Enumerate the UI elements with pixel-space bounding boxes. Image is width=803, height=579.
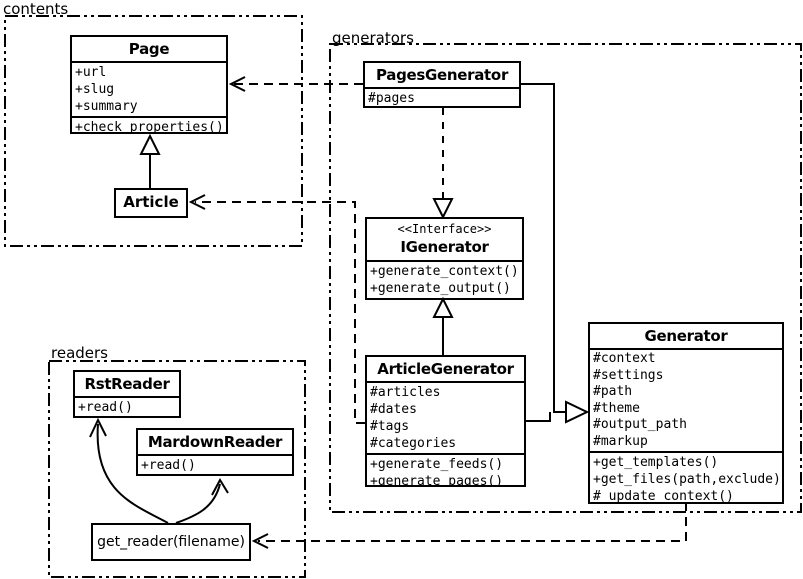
method: +get_files(path,exclude) xyxy=(593,472,781,487)
method: +read() xyxy=(141,458,196,473)
dependency-arrowhead-article xyxy=(188,194,206,210)
class-mardown-reader-title: MardownReader xyxy=(138,430,292,456)
attribute: #path xyxy=(593,384,633,399)
class-page-title: Page xyxy=(72,37,226,63)
generalization-arrowhead-page xyxy=(139,133,161,155)
method: +read() xyxy=(78,400,133,415)
class-pages-generator: PagesGenerator #pages xyxy=(363,61,521,108)
flow-curve-getreader-mardownreader xyxy=(175,483,221,524)
method: #_update_context() xyxy=(593,489,734,504)
class-article-generator-title: ArticleGenerator xyxy=(367,357,524,383)
package-label-readers: readers xyxy=(51,344,108,362)
class-pages-generator-attributes: #pages xyxy=(365,89,519,106)
attribute: #context xyxy=(593,351,656,366)
class-page: Page +url +slug +summary +check_properti… xyxy=(70,35,228,134)
attribute: #pages xyxy=(368,91,415,106)
attribute: #tags xyxy=(370,419,410,434)
class-rst-reader-methods: +read() xyxy=(75,398,179,416)
class-generator: Generator #context #settings #path #them… xyxy=(588,322,784,504)
package-label-contents: contents xyxy=(3,0,69,18)
class-igenerator-methods: +generate_context() +generate_output() xyxy=(367,262,522,298)
class-page-methods: +check_properties() xyxy=(72,116,226,134)
class-article-generator-attributes: #articles #dates #tags #categories xyxy=(367,383,524,453)
class-page-attributes: +url +slug +summary xyxy=(72,63,226,116)
class-article-generator-methods: +generate_feeds() +generate_pages() xyxy=(367,453,524,487)
attribute: +summary xyxy=(75,99,138,114)
class-mardown-reader-methods: +read() xyxy=(138,456,292,474)
method: +generate_output() xyxy=(370,281,511,296)
attribute: +url xyxy=(75,65,107,80)
attribute: #output_path xyxy=(593,417,687,432)
generalization-line-pagesgenerator-generator xyxy=(521,83,566,413)
class-mardown-reader: MardownReader +read() xyxy=(136,428,294,476)
generalization-arrowhead-igenerator xyxy=(432,296,454,318)
class-rst-reader-title: RstReader xyxy=(75,372,179,398)
class-article-generator: ArticleGenerator #articles #dates #tags … xyxy=(365,355,526,487)
interface-stereotype: <<Interface>> xyxy=(397,222,492,236)
method: +generate_context() xyxy=(370,264,519,279)
flow-arrowhead-rstreader xyxy=(89,417,107,438)
method: +check_properties() xyxy=(75,120,224,134)
class-article-title: Article xyxy=(123,193,179,211)
attribute: #theme xyxy=(593,400,640,416)
class-generator-methods: +get_templates() +get_files(path,exclude… xyxy=(590,451,782,504)
class-igenerator-title: <<Interface>> IGenerator xyxy=(367,219,522,262)
class-generator-title: Generator xyxy=(590,324,782,350)
method: +generate_feeds() xyxy=(370,457,504,472)
generalization-line-articlegenerator-generator xyxy=(526,412,551,422)
class-igenerator-name: IGenerator xyxy=(400,238,489,256)
attribute: #markup xyxy=(593,433,648,449)
function-get-reader: get_reader(filename) xyxy=(91,523,251,561)
realization-arrowhead-igenerator xyxy=(432,198,454,220)
class-pages-generator-title: PagesGenerator xyxy=(365,63,519,89)
package-label-generators: generators xyxy=(332,29,414,47)
attribute: #dates xyxy=(370,402,417,417)
method: +get_templates() xyxy=(593,455,719,470)
class-igenerator: <<Interface>> IGenerator +generate_conte… xyxy=(365,217,524,300)
attribute: #articles xyxy=(370,385,441,400)
attribute: +slug xyxy=(75,82,115,97)
attribute: #categories xyxy=(370,436,457,451)
dependency-arrowhead-getreader xyxy=(251,533,269,549)
class-generator-attributes: #context #settings #path #theme #output_… xyxy=(590,350,782,451)
generalization-arrowhead-generator xyxy=(565,400,590,424)
class-rst-reader: RstReader +read() xyxy=(73,370,181,418)
dependency-line-articlegenerator-article xyxy=(195,201,365,424)
class-article: Article xyxy=(114,188,188,218)
dependency-arrowhead-page xyxy=(228,76,246,92)
flow-arrowhead-mardownreader xyxy=(211,477,229,496)
attribute: #settings xyxy=(593,367,664,383)
dependency-line-generator-getreader xyxy=(258,502,687,542)
method: +generate_pages() xyxy=(370,474,504,487)
